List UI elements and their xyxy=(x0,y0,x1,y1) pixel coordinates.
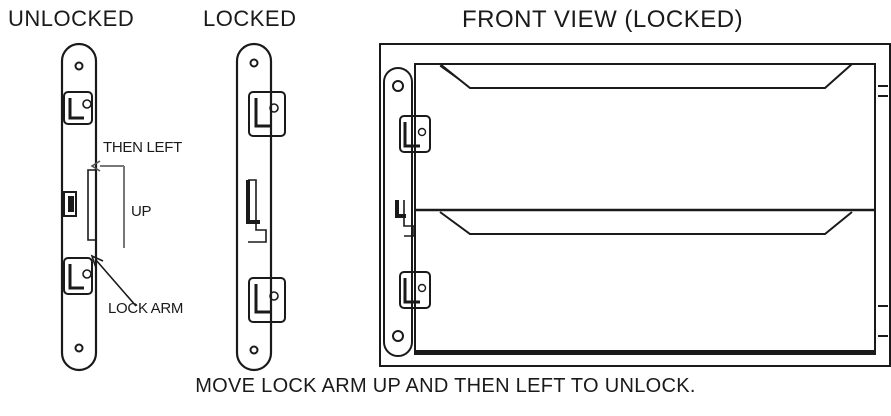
unlocked-bracket xyxy=(60,42,98,372)
unlocked-heading: UNLOCKED xyxy=(8,6,135,31)
locked-heading: LOCKED xyxy=(203,6,297,31)
lock-arm-label: LOCK ARM xyxy=(108,300,184,317)
then-left-label: THEN LEFT xyxy=(103,139,182,156)
motion-arrows xyxy=(90,160,137,307)
up-label: UP xyxy=(131,203,152,220)
instruction-caption: MOVE LOCK ARM UP AND THEN LEFT TO UNLOCK… xyxy=(195,375,696,397)
front-view-cabinet xyxy=(379,43,891,367)
locked-bracket xyxy=(235,42,286,372)
front-view-heading: FRONT VIEW (LOCKED) xyxy=(462,6,744,33)
